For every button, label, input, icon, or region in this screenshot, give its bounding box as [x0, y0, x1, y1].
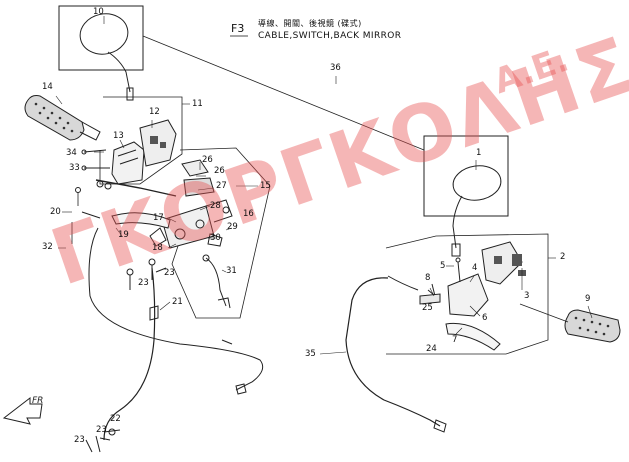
part-label: 14	[42, 82, 53, 92]
reservoir-cap	[181, 159, 209, 177]
direction-label: FR	[32, 396, 44, 406]
part-label: 26	[202, 155, 213, 165]
part-label: 32	[42, 242, 53, 252]
part-label: 33	[69, 163, 80, 173]
master-cylinder	[161, 205, 215, 249]
throttle-cable	[88, 227, 264, 391]
switch-right-housing	[447, 273, 489, 317]
part-label: 24	[426, 344, 437, 354]
leader-36	[142, 35, 425, 151]
part-label: 21	[172, 297, 183, 307]
mirror-right-stem	[452, 195, 463, 249]
part-label: 9	[585, 294, 591, 304]
switch-left-housing	[111, 141, 145, 185]
part-label: 16	[243, 209, 254, 219]
part-label: 13	[113, 131, 124, 141]
part-label: 36	[330, 63, 341, 73]
switch-right-box	[385, 233, 549, 355]
part-label: 27	[216, 181, 227, 191]
part-label: 3	[524, 291, 530, 301]
grip-right	[564, 309, 621, 343]
part-label: 28	[210, 201, 221, 211]
part-label: 4	[472, 263, 478, 273]
part-label: 5	[440, 261, 446, 271]
cable-right	[345, 277, 441, 427]
part-label: 6	[482, 313, 488, 323]
mirror-left-box	[58, 5, 144, 71]
part-label: 25	[422, 303, 433, 313]
brake-lever-left	[111, 212, 171, 229]
part-label: 7	[452, 335, 458, 345]
diagram-code: F3	[231, 22, 245, 35]
part-label: 23	[96, 425, 107, 435]
part-label: 23	[74, 435, 85, 445]
mirror-left	[79, 13, 129, 55]
brake-left-box	[171, 147, 271, 319]
part-label: 26	[214, 166, 225, 176]
reservoir-diaphragm	[183, 177, 215, 197]
mirror-right	[452, 165, 502, 201]
diagram-title: CABLE,SWITCH,BACK MIRROR	[258, 31, 402, 41]
part-label: 34	[66, 148, 77, 158]
brake-hose	[103, 267, 156, 441]
part-label: 8	[425, 273, 431, 283]
part-label: 29	[227, 222, 238, 232]
switch-left-box	[99, 96, 183, 185]
part-label: 23	[164, 268, 175, 278]
part-label: 11	[192, 99, 203, 109]
mirror-left-stem	[107, 51, 131, 93]
part-label: 20	[50, 207, 61, 217]
part-label: 31	[226, 266, 237, 276]
part-label: 1	[476, 148, 482, 158]
part-label: 19	[118, 230, 129, 240]
part-label: 15	[260, 181, 271, 191]
part-label: 22	[110, 414, 121, 424]
part-label: 12	[149, 107, 160, 117]
grip-left	[24, 95, 85, 141]
part-label: 30	[210, 233, 221, 243]
part-label: 2	[560, 252, 566, 262]
part-label: 18	[152, 243, 163, 253]
fr-arrow	[2, 396, 43, 425]
part-label: 10	[93, 7, 104, 17]
part-label: 35	[305, 349, 316, 359]
diagram-title-cjk: 導線、開關、後視鏡 (碟式)	[258, 19, 362, 28]
mirror-right-box	[423, 135, 509, 217]
part-label: 23	[138, 278, 149, 288]
part-label: 17	[153, 213, 164, 223]
